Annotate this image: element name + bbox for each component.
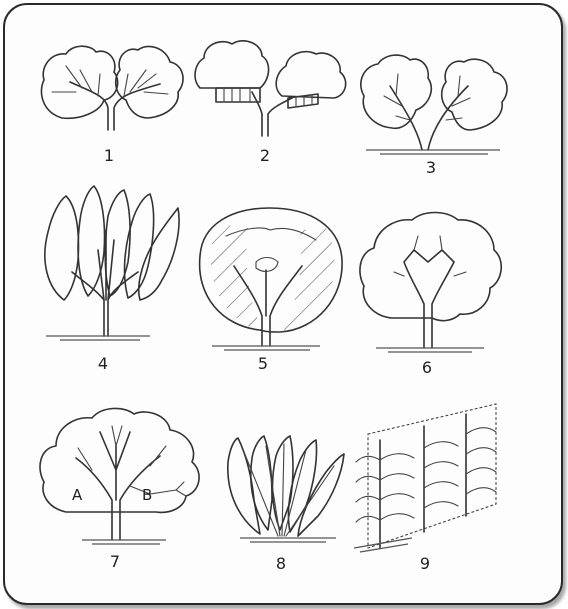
tree-figure-3 xyxy=(361,55,507,154)
figure-label-8: 8 xyxy=(266,554,296,573)
tree-figure-1 xyxy=(41,46,183,130)
tree-figure-8 xyxy=(228,436,344,542)
figure-label-7: 7 xyxy=(100,552,130,571)
figure-label-6: 6 xyxy=(412,358,442,377)
figure-label-9: 9 xyxy=(410,554,440,573)
tree-figure-6 xyxy=(360,213,501,353)
figure-label-4: 4 xyxy=(88,354,118,373)
figure-label-5: 5 xyxy=(248,354,278,373)
figure-label-2: 2 xyxy=(250,146,280,165)
tree-figure-2 xyxy=(195,41,346,136)
tree-figure-5 xyxy=(200,208,343,350)
figure-label-3: 3 xyxy=(416,158,446,177)
tree-figure-7 xyxy=(40,408,199,544)
figure-label-1: 1 xyxy=(94,146,124,165)
tree-figure-9 xyxy=(354,404,496,552)
marker-b: B xyxy=(142,486,152,504)
tree-figure-4 xyxy=(45,186,179,340)
marker-a: A xyxy=(72,486,82,504)
